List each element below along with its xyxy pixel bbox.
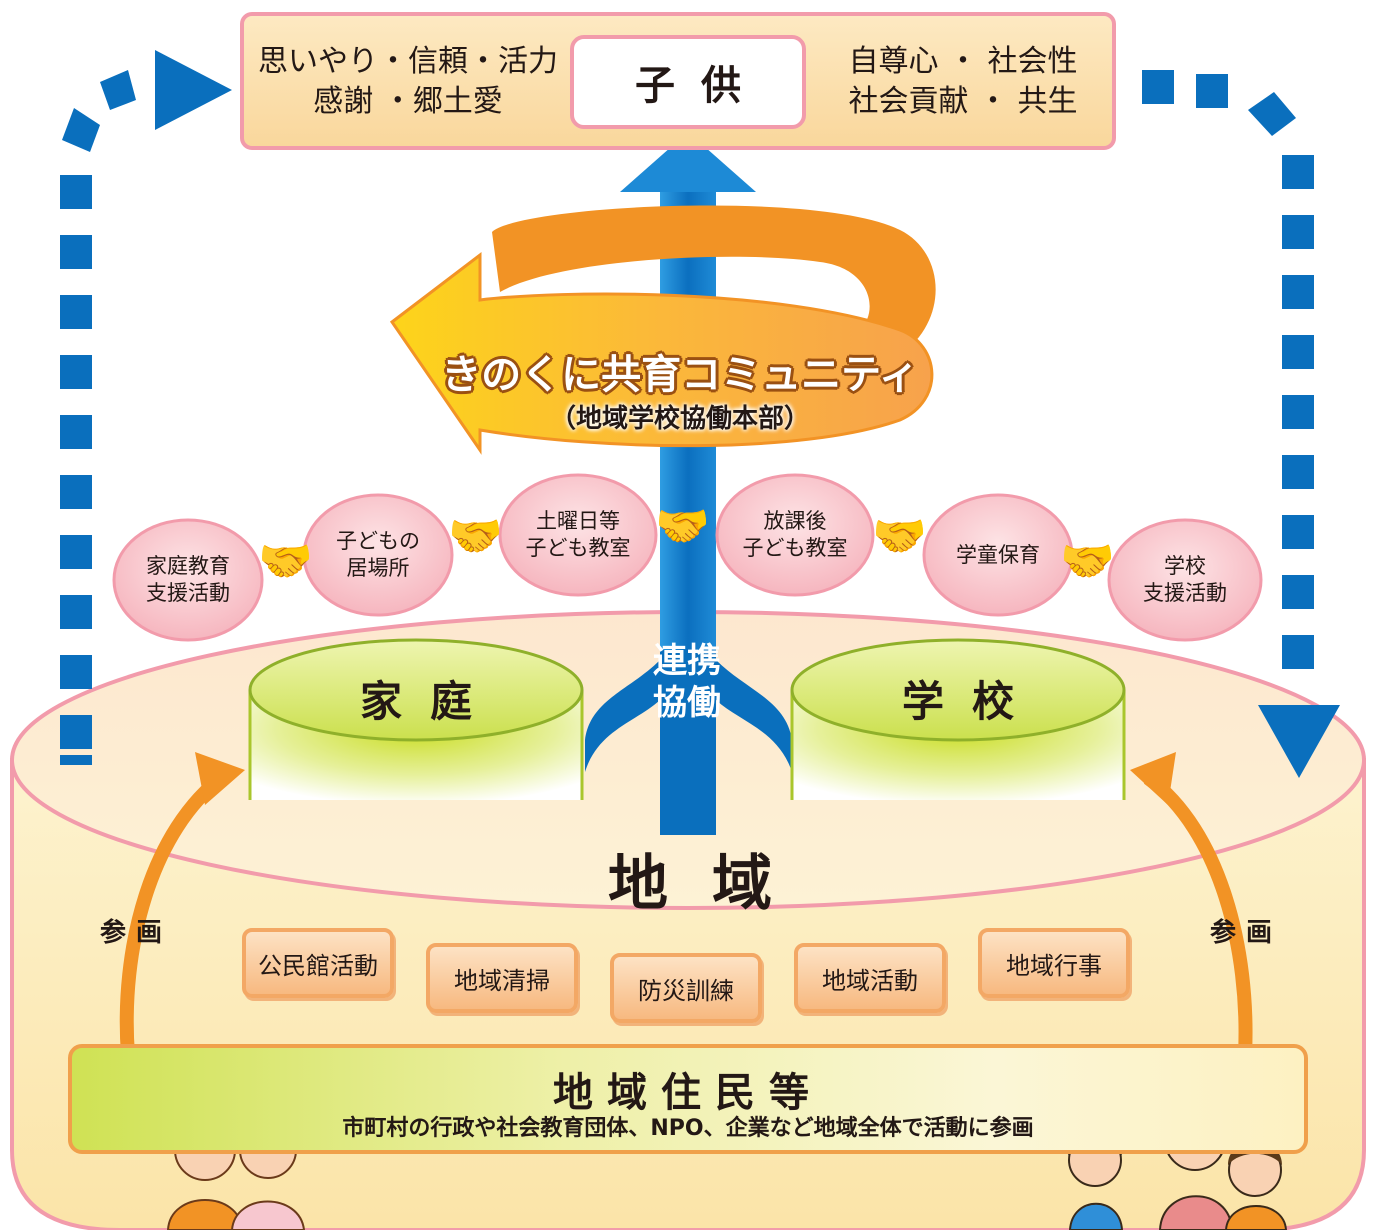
- bubble-school-support: 学校支援活動: [1109, 520, 1261, 640]
- bubble-line: 子ども教室: [525, 536, 631, 560]
- residents-panel: [68, 1044, 1308, 1154]
- handshake-icon: 🤝: [448, 511, 503, 562]
- participation-arrow-right: [1143, 772, 1253, 1056]
- values-left-line-1: 思いやり・信頼・活力: [258, 44, 558, 79]
- bubble-line: 子どもの: [336, 529, 420, 553]
- community-title: きのくに共育コミュニティ: [441, 352, 919, 398]
- bubble-line: 支援活動: [1143, 581, 1227, 605]
- bubble-line: 支援活動: [146, 581, 230, 605]
- values-right-line-1: 自尊心 ・ 社会性: [848, 44, 1078, 79]
- school-label: 学校: [901, 677, 1042, 726]
- residents-subtitle: 市町村の行政や社会教育団体、NPO、企業など地域全体で活動に参画: [342, 1116, 1034, 1141]
- values-left-line-2: 感謝 ・郷土愛: [313, 84, 503, 119]
- participation-arrow-left: [119, 769, 230, 1056]
- handshake-icon: 🤝: [258, 536, 313, 587]
- child-label: 子供: [570, 35, 806, 129]
- collaboration-line-1: 連携: [653, 641, 721, 681]
- handshake-icon: 🤝: [1060, 536, 1115, 587]
- family-label: 家庭: [359, 677, 500, 726]
- bubble-kids-place: 子どもの居場所: [304, 495, 452, 615]
- bubble-line: 土曜日等: [536, 509, 620, 533]
- handshake-icon: 🤝: [872, 511, 927, 562]
- activity-local: 地域活動: [794, 943, 946, 1013]
- bubble-saturday-class: 土曜日等子ども教室: [500, 475, 656, 595]
- activity-bubbles: [112, 473, 1263, 642]
- values-left: 思いやり・信頼・活力 感謝 ・郷土愛: [258, 42, 558, 122]
- bubble-line: 子ども教室: [742, 536, 848, 560]
- bubble-line: 家庭教育: [146, 554, 230, 578]
- activity-local-event: 地域行事: [978, 928, 1130, 998]
- bubble-afterschool-class: 放課後子ども教室: [717, 475, 873, 595]
- feedback-loop-arrows: [60, 50, 1340, 778]
- community-cycle-arrow: [389, 205, 936, 455]
- values-right-line-2: 社会貢献 ・ 共生: [848, 84, 1078, 119]
- residents-title: 地域住民等: [553, 1070, 823, 1116]
- bubble-line: 学童保育: [956, 542, 1040, 567]
- participation-label-right: 参画: [1210, 918, 1283, 948]
- activity-cleanup: 地域清掃: [426, 943, 578, 1013]
- bubble-childcare: 学童保育: [924, 495, 1072, 615]
- bubble-line: 居場所: [346, 556, 410, 580]
- collaboration-label: 連携 協働: [632, 640, 742, 724]
- community-subtitle: （地域学校協働本部）: [549, 404, 810, 434]
- collaboration-line-2: 協働: [653, 683, 721, 723]
- bubble-line: 放課後: [763, 509, 827, 533]
- school-cylinder: [790, 638, 1126, 800]
- handshake-icon: 🤝: [655, 501, 710, 552]
- bubble-home-education: 家庭教育支援活動: [114, 520, 262, 640]
- community-region-title: 地域: [608, 849, 816, 919]
- bubble-line: 学校: [1164, 554, 1206, 578]
- family-cylinder: [248, 638, 584, 800]
- activity-disaster-drill: 防災訓練: [610, 953, 762, 1023]
- activity-community-hall: 公民館活動: [242, 928, 394, 998]
- values-right: 自尊心 ・ 社会性 社会貢献 ・ 共生: [818, 42, 1108, 122]
- participation-label-left: 参画: [100, 918, 173, 948]
